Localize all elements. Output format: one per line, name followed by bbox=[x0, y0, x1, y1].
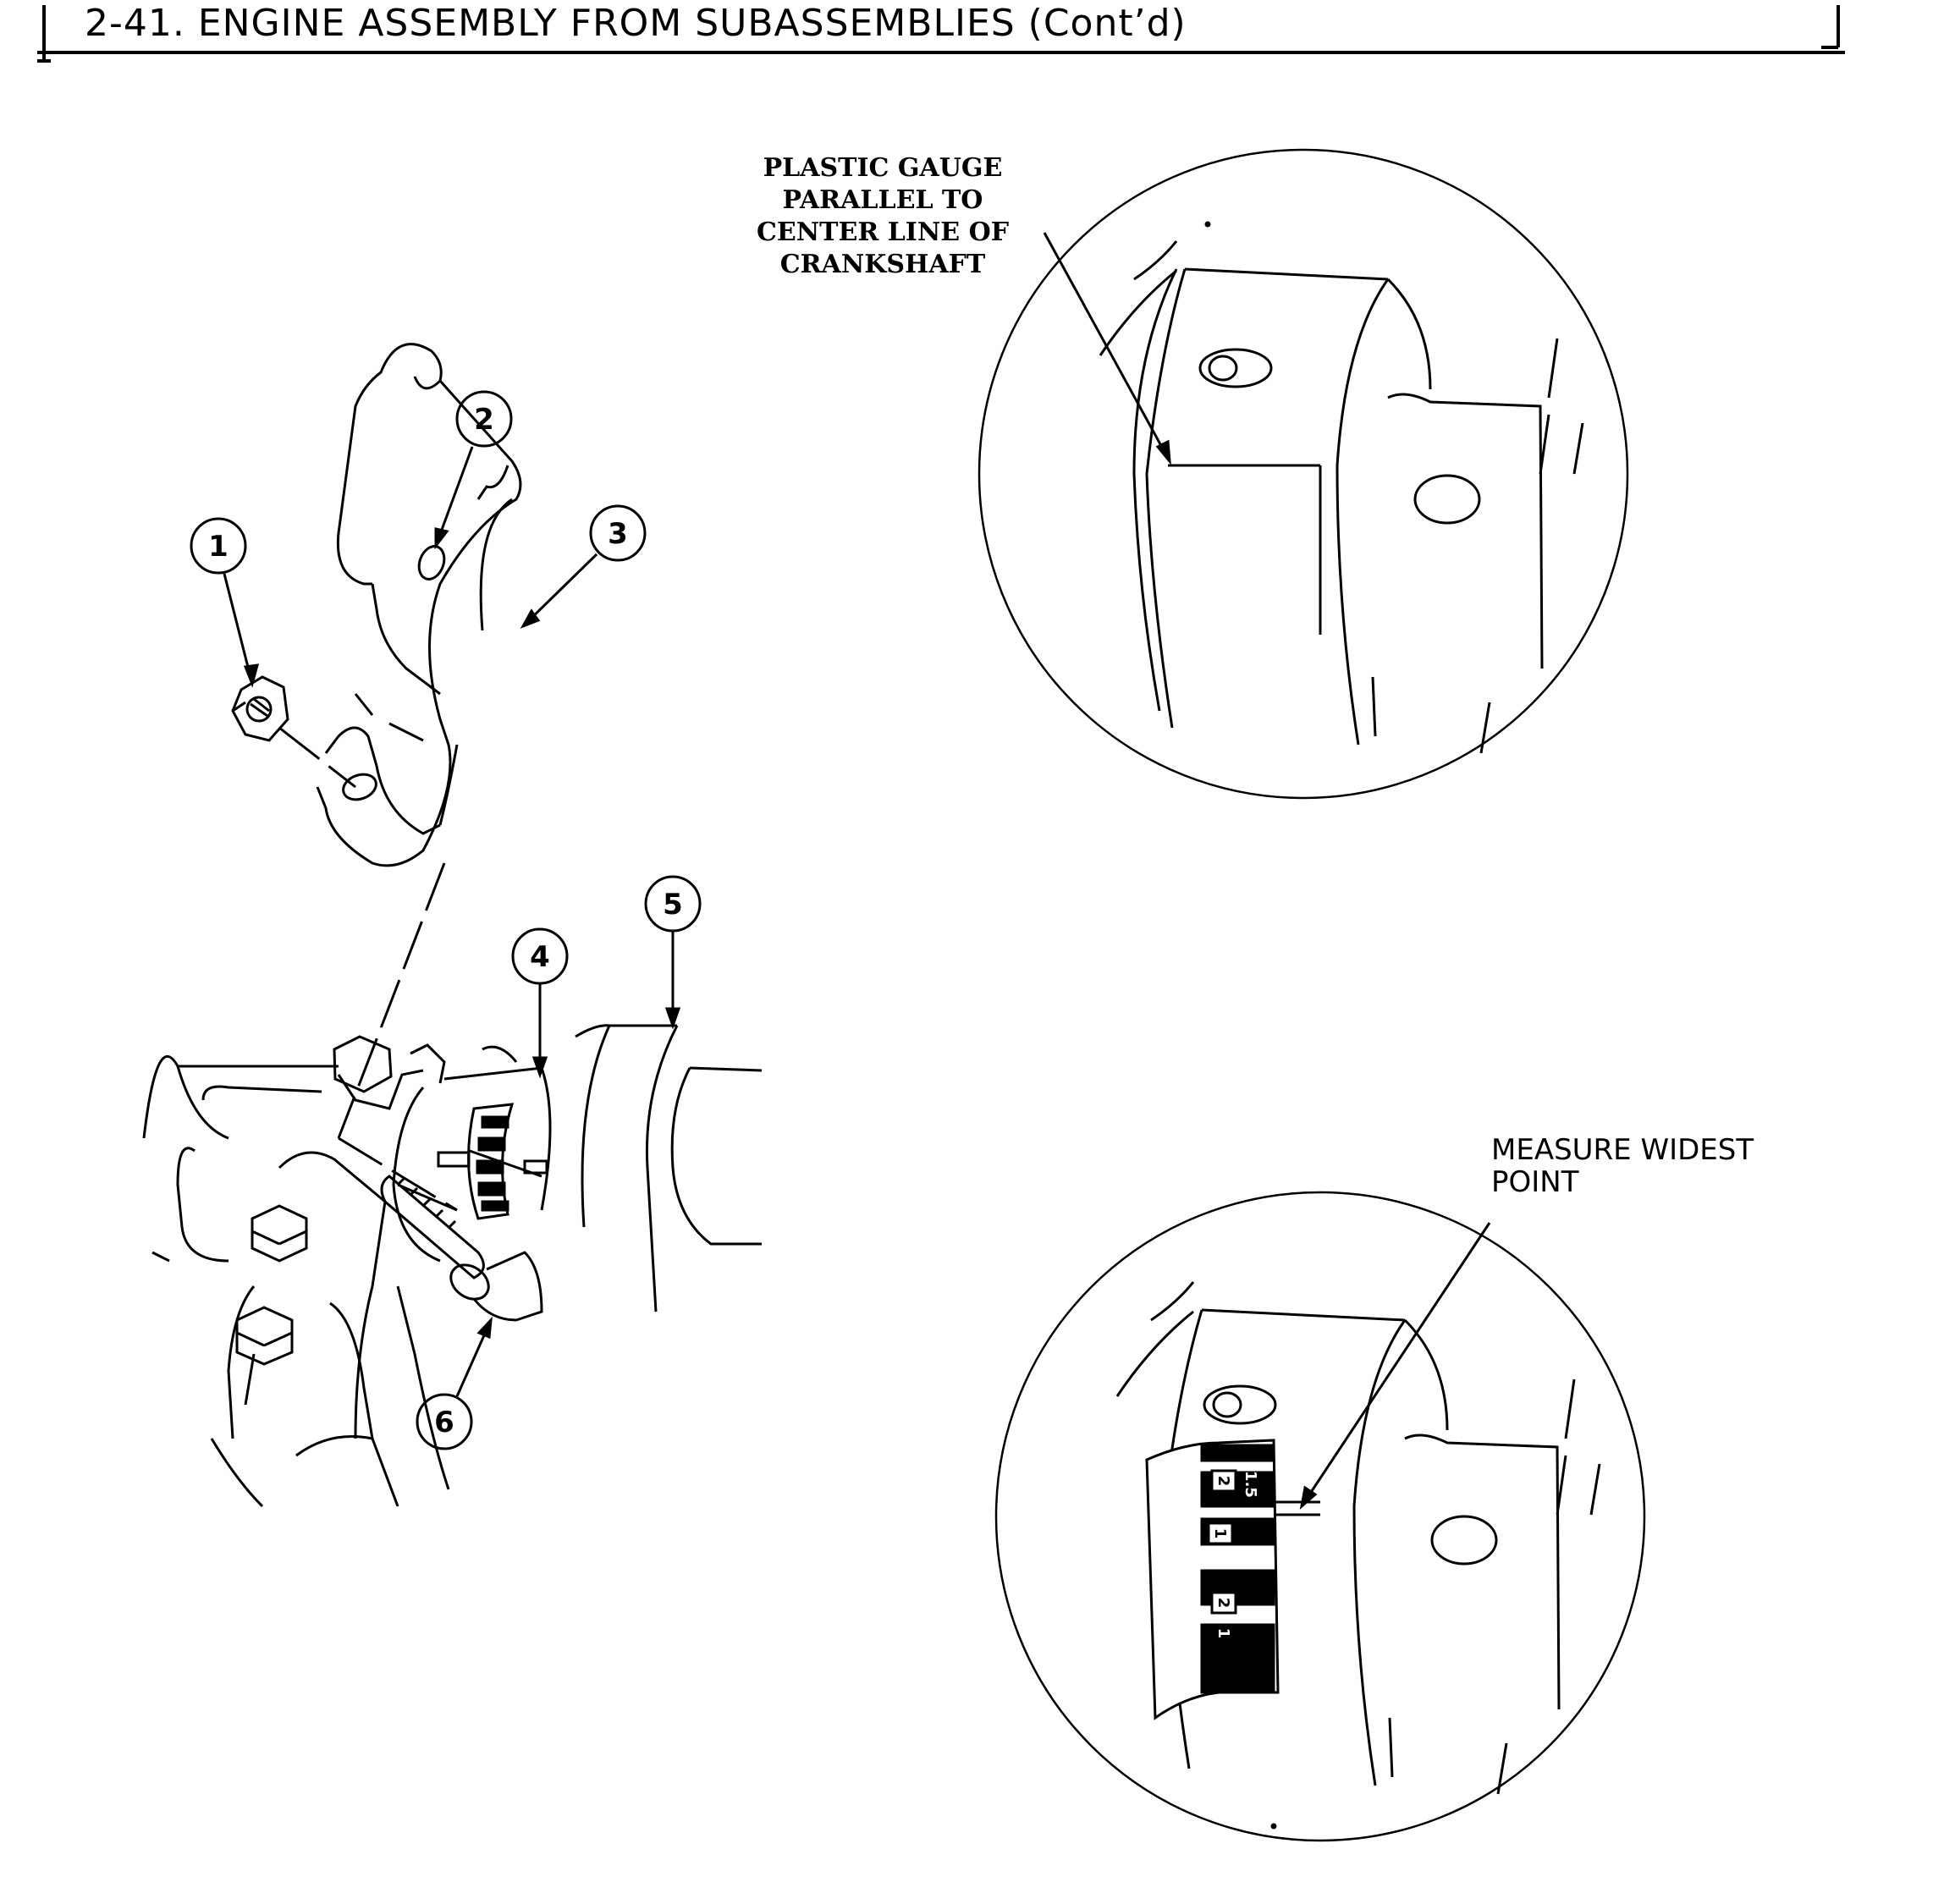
nut bbox=[231, 675, 289, 742]
rod-bolt bbox=[380, 1175, 543, 1322]
callout-2-label: 2 bbox=[474, 403, 494, 437]
detail-bottom-gauge bbox=[1145, 1439, 1280, 1720]
callout-4: 4 bbox=[511, 927, 569, 1079]
detail-top-label-line-2: PARALLEL TO bbox=[783, 185, 983, 215]
header-frame bbox=[37, 5, 1845, 63]
gauge-mark-1-bottom: 1 bbox=[1214, 1628, 1232, 1639]
alignment-dashes bbox=[278, 726, 458, 1212]
gauge-mark-1-5: 1.5 bbox=[1242, 1471, 1259, 1498]
callout-6: 6 bbox=[416, 1316, 493, 1450]
crankshaft bbox=[575, 1024, 763, 1312]
page-header: 2-41. ENGINE ASSEMBLY FROM SUBASSEMBLIES… bbox=[0, 0, 1845, 52]
gauge-mark-1-top: 1 bbox=[1211, 1528, 1229, 1539]
section-title: 2-41. ENGINE ASSEMBLY FROM SUBASSEMBLIES… bbox=[85, 2, 1187, 45]
detail-bottom-label-line-2: POINT bbox=[1491, 1165, 1579, 1199]
bearing-cap bbox=[316, 343, 522, 867]
callout-1: 1 bbox=[190, 517, 260, 688]
callout-2: 2 bbox=[434, 390, 513, 550]
callout-5-label: 5 bbox=[663, 888, 683, 922]
detail-bottom-gauge-marks: 2 1.5 1 2 1 bbox=[1211, 1471, 1259, 1638]
plastic-gauge-strip bbox=[437, 1103, 548, 1220]
callout-1-label: 1 bbox=[208, 530, 229, 564]
detail-top-label-line-1: PLASTIC GAUGE bbox=[763, 153, 1003, 183]
detail-top-label-line-3: CENTER LINE OF bbox=[757, 217, 1009, 247]
gauge-mark-2-top: 2 bbox=[1214, 1476, 1232, 1487]
callout-3-label: 3 bbox=[608, 517, 628, 551]
detail-bottom-label-line-1: MEASURE WIDEST bbox=[1491, 1133, 1754, 1167]
detail-top bbox=[978, 148, 1629, 800]
callout-4-label: 4 bbox=[530, 940, 550, 974]
callout-6-label: 6 bbox=[434, 1406, 454, 1439]
callouts: 1 2 3 4 5 6 bbox=[190, 390, 702, 1450]
callout-3: 3 bbox=[520, 504, 647, 629]
detail-bottom-label: MEASURE WIDEST POINT bbox=[1491, 1133, 1754, 1199]
block-bolts bbox=[235, 1035, 446, 1366]
detail-top-label: PLASTIC GAUGE PARALLEL TO CENTER LINE OF… bbox=[757, 153, 1009, 279]
bearing-cap-assembly bbox=[142, 343, 763, 1508]
detail-bottom bbox=[994, 1191, 1646, 1842]
callout-5: 5 bbox=[644, 875, 702, 1030]
gauge-mark-2-bottom: 2 bbox=[1214, 1598, 1232, 1609]
rod-journal bbox=[392, 1045, 552, 1263]
detail-top-label-line-4: CRANKSHAFT bbox=[780, 250, 986, 279]
